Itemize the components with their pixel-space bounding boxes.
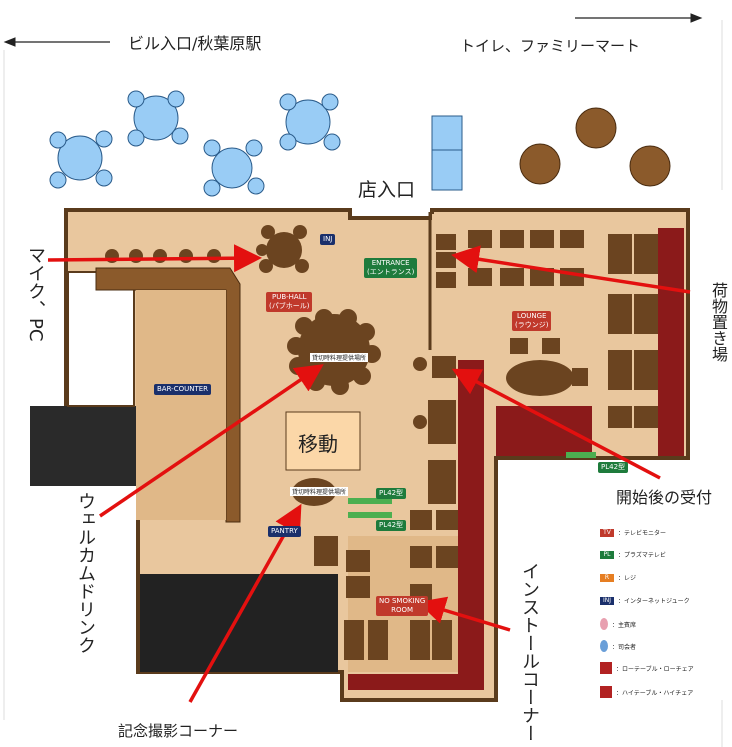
legend-label: ：レジ — [618, 575, 637, 582]
lounge-sign: LOUNGE (ラウンジ) — [512, 311, 552, 331]
jukebox-icon: INJ — [600, 596, 614, 605]
annotation-arrows — [47, 244, 691, 703]
pl42-sign-3: PL42型 — [598, 462, 629, 473]
pub-hall-sign: PUB-HALL (パブホール) — [266, 292, 313, 312]
shop-entrance-label: 店入口 — [358, 179, 416, 201]
pl42-sign-2: PL42型 — [376, 520, 407, 531]
building-entrance-label: ビル入口/秋葉原駅 — [128, 34, 262, 53]
entrance-sign: ENTRANCE (エントランス) — [364, 258, 418, 278]
legend-label: ：インターネットジューク — [618, 598, 690, 605]
toilet-label: トイレ、ファミリーマート — [460, 37, 641, 55]
legend-row: PL ：プラズマテレビ — [600, 550, 666, 559]
catering-tag-1: 貸切時料理提供場所 — [310, 353, 369, 362]
entrance-title: ENTRANCE — [371, 259, 410, 267]
low-table-icon — [600, 662, 612, 674]
no-smoking-sign: NO SMOKING ROOM — [376, 596, 429, 616]
lounge-sub: (ラウンジ) — [515, 321, 549, 329]
dark-zone-left — [30, 406, 138, 486]
register-icon: R — [600, 573, 614, 582]
host-icon — [600, 640, 608, 652]
photo-corner-label: 記念撮影コーナー — [118, 722, 239, 740]
legend-row: R ：レジ — [600, 573, 636, 582]
legend-row: TV ：テレビモニター — [600, 528, 666, 537]
welcome-drink-label: ウェルカムドリンク — [75, 492, 96, 654]
bar-kitchen — [67, 271, 135, 407]
no-smoking-line1: NO SMOKING — [379, 597, 426, 605]
move-label: 移動 — [298, 432, 338, 456]
legend-row: INJ ：インターネットジューク — [600, 596, 690, 605]
plasma-icon: PL — [600, 550, 614, 559]
pantry-sign: PANTRY — [268, 526, 301, 537]
legend-label: ：ハイテーブル・ハイチェア — [616, 689, 694, 697]
no-smoking-line2: ROOM — [391, 606, 414, 614]
catering-tag-2: 貸切時料理提供場所 — [290, 487, 349, 496]
bar-inner — [136, 290, 226, 520]
lounge-red-room — [496, 406, 592, 456]
legend-label: ：主賓席 — [612, 621, 637, 629]
lounge-furniture — [432, 230, 658, 428]
luggage-label: 荷物置き場 — [709, 282, 728, 362]
inj-sign: INJ — [320, 234, 336, 245]
tv-icon: TV — [600, 528, 614, 537]
outdoor-table-set — [49, 90, 463, 197]
pub-hall-furniture — [105, 225, 458, 660]
pl42-sign-1: PL42型 — [376, 488, 407, 499]
bar-counter-sign: BAR-COUNTER — [154, 384, 212, 395]
legend-label: ：司会者 — [612, 643, 637, 651]
mic-pc-label: マイク、PC — [25, 246, 46, 342]
entrance-sub: (エントランス) — [367, 268, 415, 276]
legend-row: ：ハイテーブル・ハイチェア — [600, 686, 693, 698]
reception-label: 開始後の受付 — [616, 488, 713, 507]
move-box — [285, 411, 361, 471]
legend-label: ：テレビモニター — [618, 530, 667, 537]
legend-label: ：プラズマテレビ — [618, 552, 666, 559]
pub-hall-title: PUB-HALL — [271, 293, 307, 301]
install-corner-label: インストールコーナー — [519, 562, 540, 742]
dark-zone-bottom — [140, 574, 338, 672]
bar-counter-shape — [95, 267, 241, 523]
plasma-tv-marks — [348, 452, 596, 518]
legend-row: ：司会者 — [600, 640, 636, 652]
legend-label: ：ローテーブル・ローチェア — [616, 665, 694, 673]
legend-row: ：ローテーブル・ローチェア — [600, 662, 694, 674]
high-table-icon — [600, 686, 612, 698]
outdoor-brown-tables — [519, 107, 671, 187]
lounge-carpet-strip — [658, 228, 684, 456]
legend-row: ：主賓席 — [600, 618, 636, 630]
guest-of-honor-icon — [600, 618, 608, 630]
pub-hall-sub: (パブホール) — [269, 302, 310, 310]
lounge-title: LOUNGE — [517, 312, 547, 320]
